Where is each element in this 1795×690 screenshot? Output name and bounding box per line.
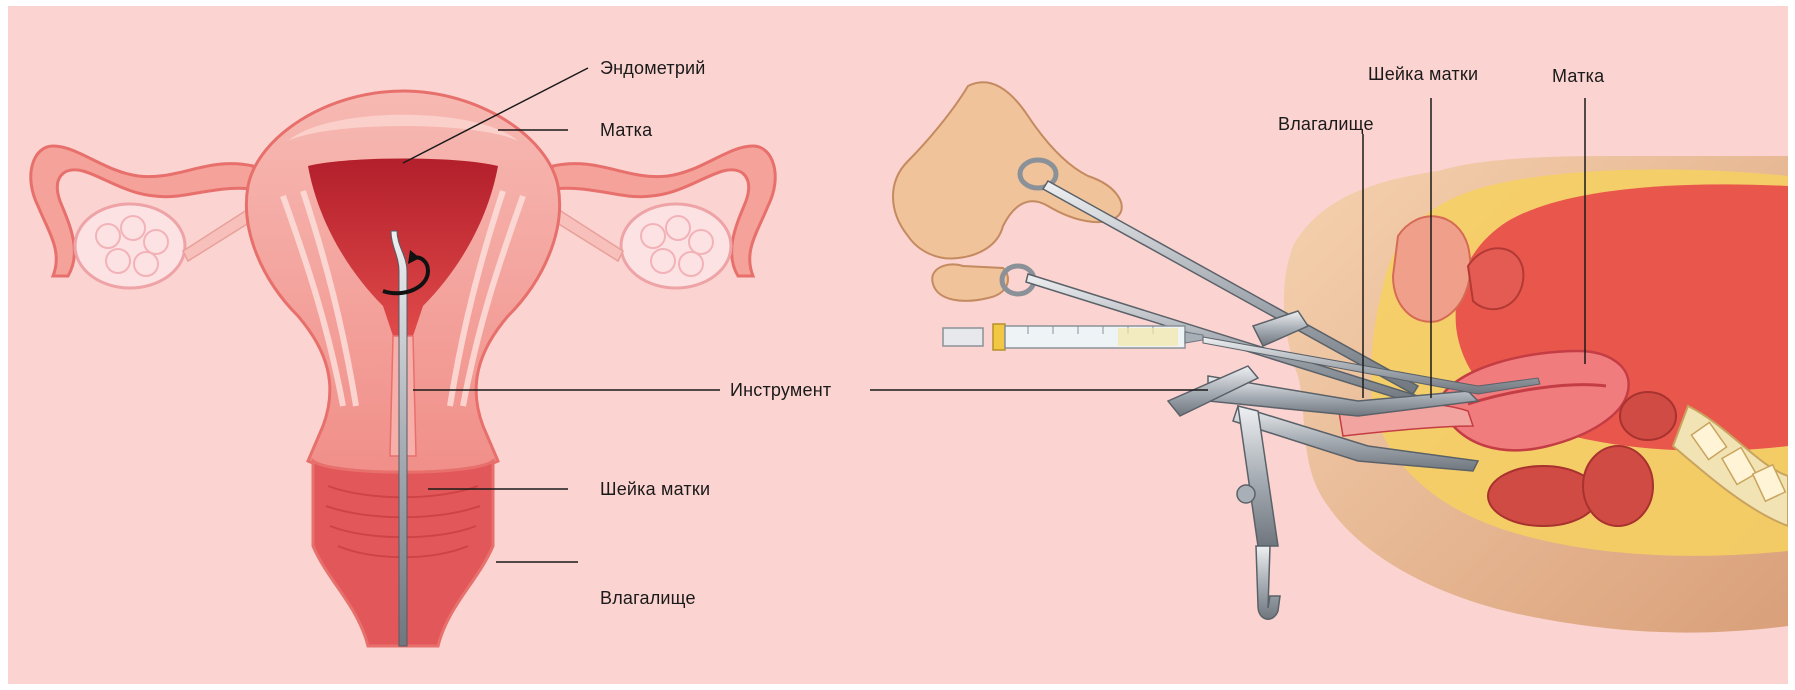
illustration-canvas: Эндометрий Матка Инструмент Шейка матки … <box>8 6 1788 684</box>
label-instrument: Инструмент <box>730 380 831 401</box>
label-uterus-left: Матка <box>600 120 652 141</box>
label-vagina-right: Влагалище <box>1278 114 1374 135</box>
label-cervix-left: Шейка матки <box>600 479 710 500</box>
label-endometrium: Эндометрий <box>600 58 706 79</box>
label-cervix-right: Шейка матки <box>1368 64 1478 85</box>
syringe <box>943 324 1203 350</box>
label-uterus-right: Матка <box>1552 66 1604 87</box>
label-vagina-left: Влагалище <box>600 588 696 609</box>
anatomy-illustration <box>8 6 1788 684</box>
